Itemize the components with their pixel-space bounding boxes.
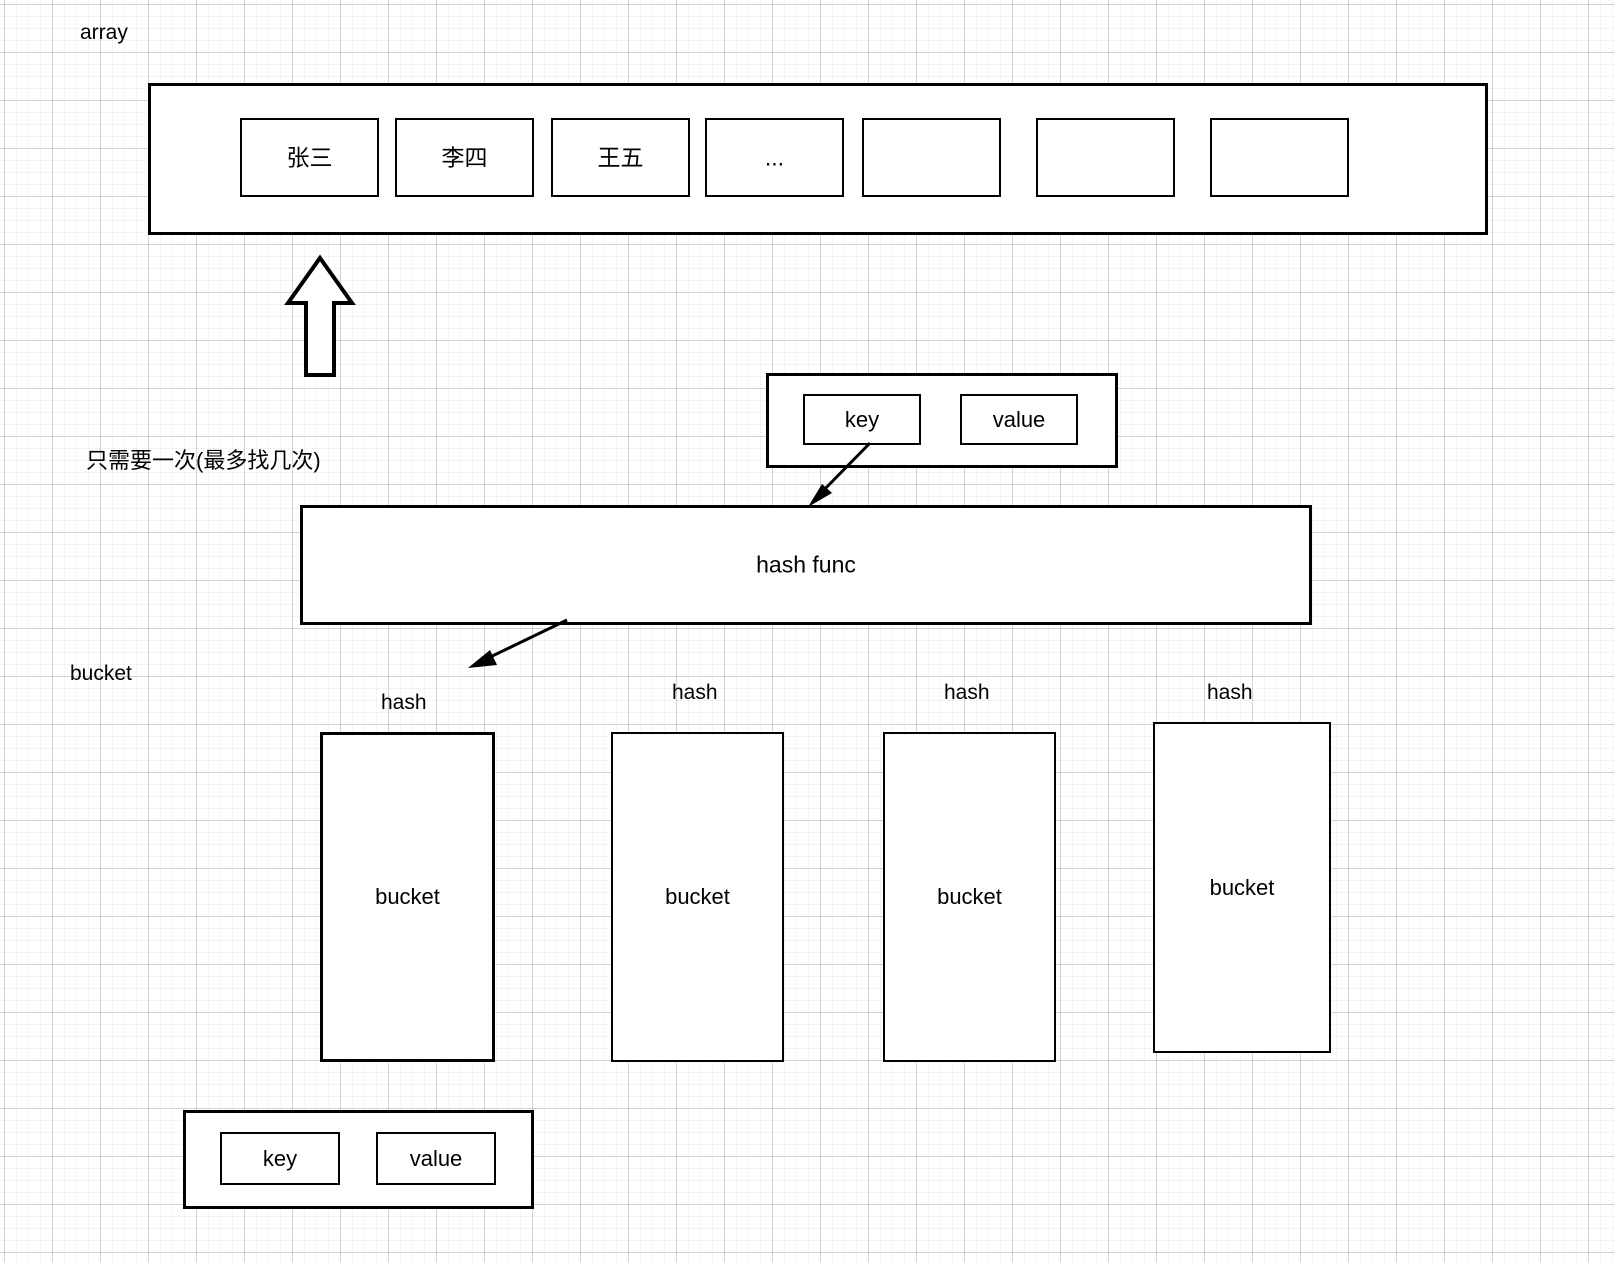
bucket-label: bucket xyxy=(1209,874,1275,900)
hashfunc-to-bucket-arrow xyxy=(468,618,568,668)
key-label: key xyxy=(844,406,880,432)
array-cell-label: 张三 xyxy=(286,144,333,170)
hash-func-box[interactable]: hash func xyxy=(300,505,1312,625)
array-cell[interactable] xyxy=(1036,118,1175,197)
hash-label: hash xyxy=(672,681,718,704)
bucket-section-label: bucket xyxy=(70,662,132,685)
bucket-label: bucket xyxy=(937,884,1002,909)
key-label: key xyxy=(262,1145,298,1171)
array-cell-label: ... xyxy=(764,144,785,170)
key-box-bottom[interactable]: key xyxy=(220,1132,340,1185)
value-label: value xyxy=(409,1145,463,1171)
bucket-label: bucket xyxy=(665,884,730,909)
bucket-label: bucket xyxy=(375,884,440,909)
array-label: array xyxy=(80,21,128,44)
bucket-box[interactable]: bucket xyxy=(320,732,495,1062)
bucket-box[interactable]: bucket xyxy=(883,732,1056,1062)
array-cell-label: 王五 xyxy=(597,144,644,170)
value-box-top[interactable]: value xyxy=(960,394,1078,445)
bucket-box[interactable]: bucket xyxy=(1153,722,1331,1053)
key-box-top[interactable]: key xyxy=(803,394,921,445)
array-cell-label: 李四 xyxy=(441,144,488,170)
value-box-bottom[interactable]: value xyxy=(376,1132,496,1185)
up-block-arrow xyxy=(284,254,356,377)
value-label: value xyxy=(992,406,1046,432)
lookup-note-label: 只需要一次(最多找几次) xyxy=(86,448,321,473)
hash-label: hash xyxy=(1207,681,1253,704)
array-cell[interactable]: ... xyxy=(705,118,844,197)
array-cell[interactable] xyxy=(1210,118,1349,197)
hash-label: hash xyxy=(381,691,427,714)
bucket-box[interactable]: bucket xyxy=(611,732,784,1062)
array-cell[interactable]: 王五 xyxy=(551,118,690,197)
array-cell[interactable]: 张三 xyxy=(240,118,379,197)
array-cell[interactable] xyxy=(862,118,1001,197)
array-cell[interactable]: 李四 xyxy=(395,118,534,197)
hash-label: hash xyxy=(944,681,990,704)
hash-func-label: hash func xyxy=(756,551,856,578)
